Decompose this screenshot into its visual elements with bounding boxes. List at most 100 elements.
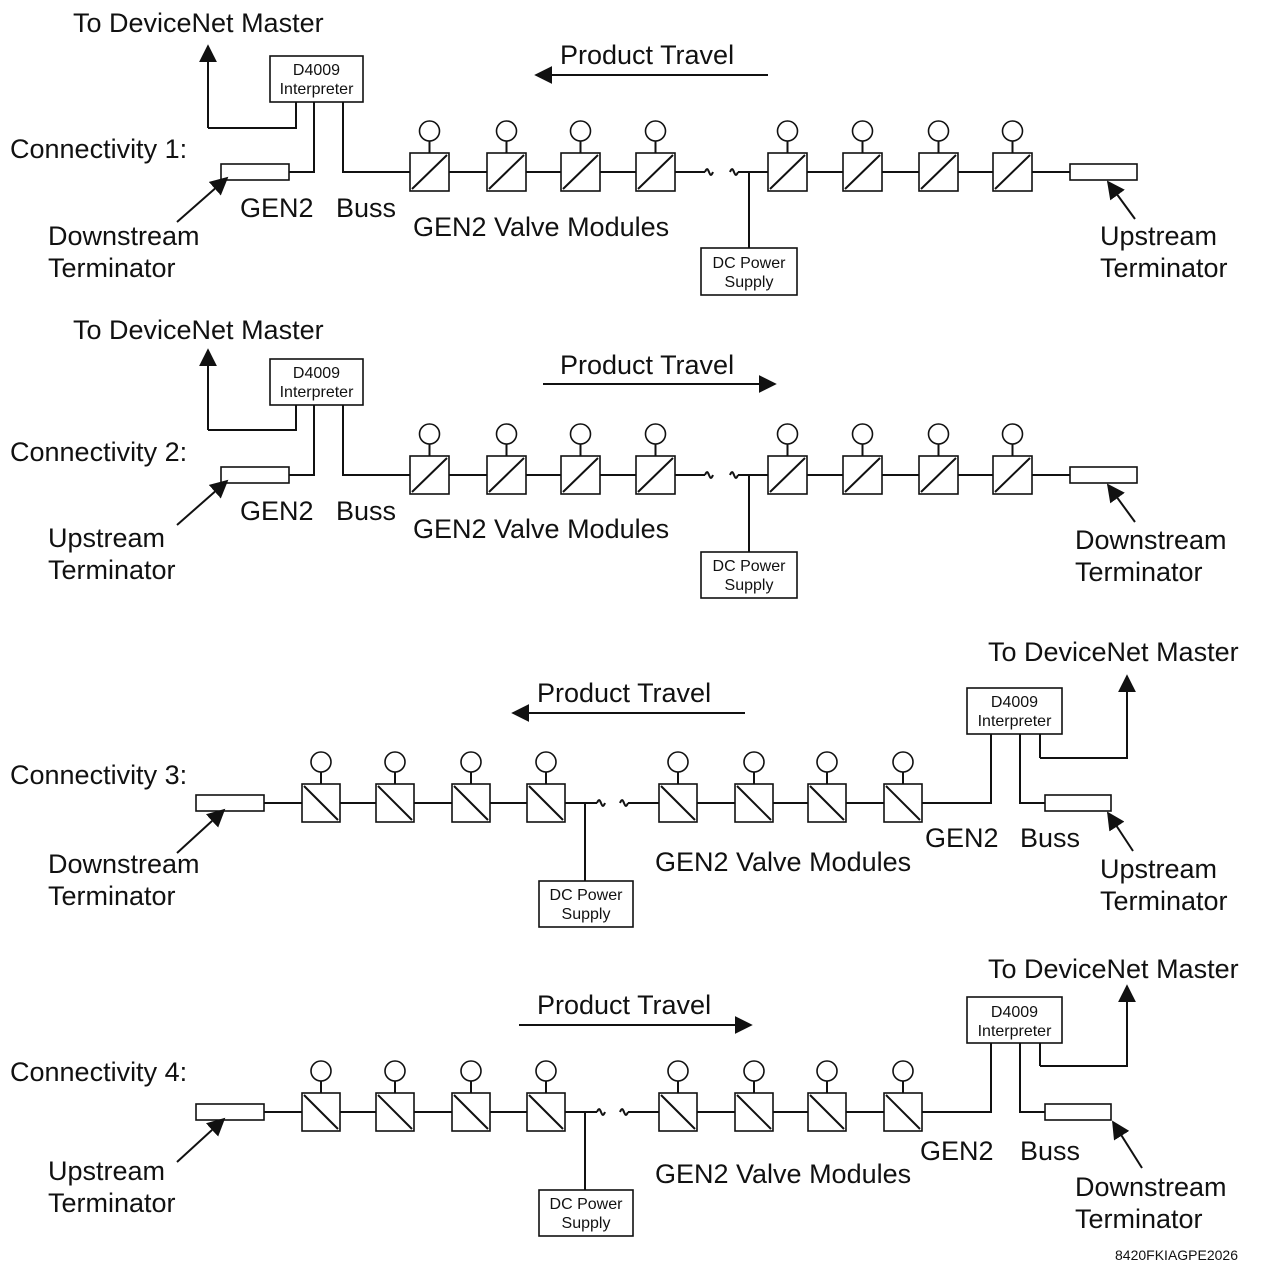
diagram-connectivity-2: To DeviceNet Master D4009 Interpreter Pr…	[10, 315, 1227, 599]
break-symbol	[596, 1108, 606, 1116]
valve-group-right	[628, 1060, 923, 1132]
power-label: DC Power	[713, 558, 787, 575]
buss-line	[289, 405, 315, 476]
buss-line	[922, 1043, 992, 1113]
buss-label: Buss	[1020, 1136, 1080, 1166]
interpreter-label: Interpreter	[280, 81, 354, 98]
buss-line	[289, 102, 315, 173]
d4009-interpreter-box	[269, 55, 364, 103]
diagram-connectivity-1: To DeviceNet Master D4009 Interpreter Pr…	[10, 8, 1228, 296]
buss-line	[342, 405, 410, 476]
valve-group-right	[628, 751, 923, 823]
right-terminator-label: Terminator	[1075, 557, 1203, 587]
master-line	[208, 405, 297, 431]
break-symbol	[596, 799, 606, 807]
interpreter-label: D4009	[991, 1004, 1038, 1021]
left-terminator-label: Downstream	[48, 221, 200, 251]
diagram-connectivity-3: To DeviceNet Master D4009 Interpreter Pr…	[10, 637, 1239, 928]
break-symbol	[704, 168, 714, 176]
break-symbol	[704, 471, 714, 479]
right-terminator-label: Upstream	[1100, 854, 1217, 884]
right-terminator-label: Downstream	[1075, 525, 1227, 555]
interpreter-label: Interpreter	[280, 384, 354, 401]
dc-power-supply-box	[538, 880, 634, 928]
break-symbol	[619, 799, 629, 807]
buss-label: Buss	[336, 496, 396, 526]
d4009-interpreter-box	[966, 687, 1063, 735]
right-terminator-label: Downstream	[1075, 1172, 1227, 1202]
break-symbol	[729, 168, 739, 176]
to-master-arrow	[1040, 674, 1136, 759]
valve-modules-label: GEN2 Valve Modules	[413, 212, 669, 242]
interpreter-label: Interpreter	[978, 713, 1052, 730]
buss-label: Buss	[336, 193, 396, 223]
right-terminator-label: Upstream	[1100, 221, 1217, 251]
left-terminator	[220, 466, 290, 484]
to-devicenet-master-label: To DeviceNet Master	[73, 8, 324, 38]
power-label: Supply	[562, 906, 611, 923]
valve-modules-label: GEN2 Valve Modules	[655, 847, 911, 877]
buss-label: Buss	[1020, 823, 1080, 853]
left-terminator-arrow	[176, 1117, 226, 1163]
valve-modules-label: GEN2 Valve Modules	[413, 514, 669, 544]
right-terminator	[1044, 1103, 1112, 1121]
to-master-arrow	[1040, 984, 1136, 1067]
right-terminator-arrow	[1106, 180, 1136, 220]
break-symbol	[619, 1108, 629, 1116]
left-terminator-label: Terminator	[48, 253, 176, 283]
gen2-label: GEN2	[925, 823, 999, 853]
figure-code: 8420FKIAGPE2026	[1115, 1247, 1238, 1263]
connectivity-label: Connectivity 2:	[10, 437, 187, 467]
interpreter-label: D4009	[293, 365, 340, 382]
interpreter-label: D4009	[293, 62, 340, 79]
left-terminator	[195, 794, 265, 812]
power-label: DC Power	[713, 255, 787, 272]
connectivity-label: Connectivity 4:	[10, 1057, 187, 1087]
right-terminator-label: Terminator	[1075, 1204, 1203, 1234]
interpreter-label: D4009	[991, 694, 1038, 711]
left-terminator	[195, 1103, 265, 1121]
left-terminator-label: Terminator	[48, 881, 176, 911]
interpreter-label: Interpreter	[978, 1023, 1052, 1040]
product-travel-label: Product Travel	[537, 678, 711, 708]
right-terminator-label: Terminator	[1100, 886, 1228, 916]
left-terminator-label: Terminator	[48, 1188, 176, 1218]
break-symbol	[729, 471, 739, 479]
left-terminator	[220, 163, 290, 181]
to-devicenet-master-label: To DeviceNet Master	[988, 954, 1239, 984]
left-terminator-arrow	[176, 479, 229, 526]
valve-group-left	[264, 1060, 597, 1132]
gen2-label: GEN2	[240, 496, 314, 526]
product-travel-label: Product Travel	[560, 350, 734, 380]
diagram-connectivity-4: To DeviceNet Master D4009 Interpreter Pr…	[10, 954, 1239, 1237]
buss-line	[1019, 1043, 1045, 1113]
power-label: Supply	[725, 274, 774, 291]
valve-group-left	[409, 120, 705, 192]
power-label: DC Power	[550, 887, 624, 904]
right-terminator	[1069, 466, 1138, 484]
product-travel-label: Product Travel	[537, 990, 711, 1020]
valve-group-right	[738, 423, 1070, 495]
valve-group-right	[738, 120, 1070, 192]
dc-power-supply-box	[538, 1189, 634, 1237]
gen2-label: GEN2	[920, 1136, 994, 1166]
power-label: DC Power	[550, 1196, 624, 1213]
left-terminator-arrow	[176, 176, 229, 223]
to-devicenet-master-label: To DeviceNet Master	[988, 637, 1239, 667]
right-terminator	[1069, 163, 1138, 181]
right-terminator-label: Terminator	[1100, 253, 1228, 283]
right-terminator-arrow	[1106, 483, 1136, 523]
dc-power-supply-box	[700, 551, 798, 599]
left-terminator-label: Upstream	[48, 523, 165, 553]
right-terminator-arrow	[1107, 811, 1134, 852]
valve-group-left	[264, 751, 597, 823]
left-terminator-label: Terminator	[48, 555, 176, 585]
right-terminator-arrow	[1112, 1120, 1143, 1169]
gen2-label: GEN2	[240, 193, 314, 223]
connectivity-label: Connectivity 3:	[10, 760, 187, 790]
valve-group-left	[409, 423, 705, 495]
left-terminator-arrow	[176, 808, 226, 854]
dc-power-supply-box	[700, 247, 798, 296]
product-travel-label: Product Travel	[560, 40, 734, 70]
buss-line	[342, 102, 410, 173]
